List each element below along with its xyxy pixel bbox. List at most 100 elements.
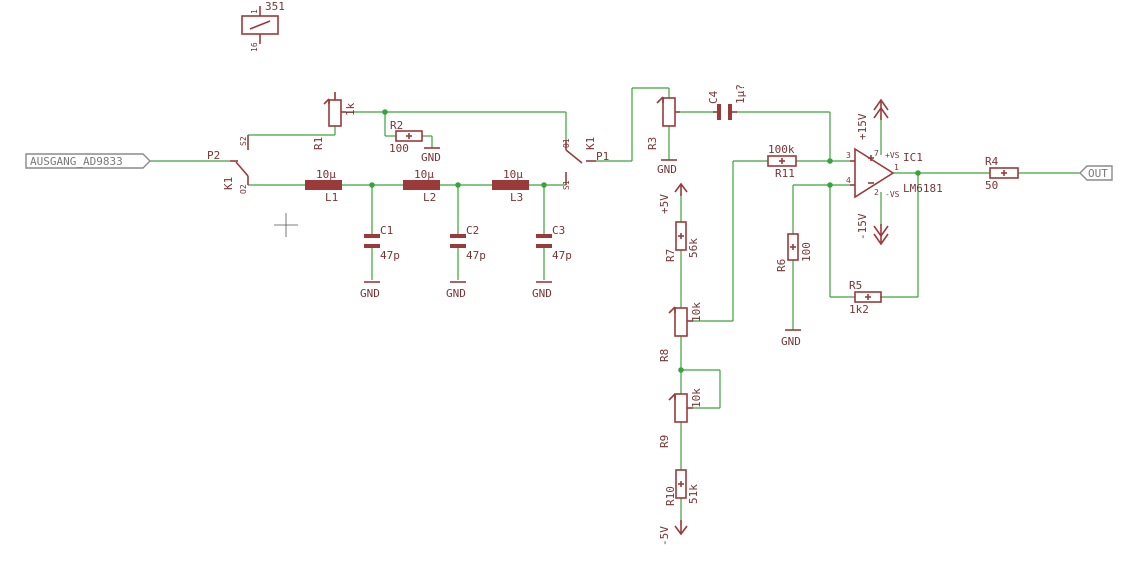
opamp-ic1[interactable]: IC1 LM6181 +VS -VS 3 4 1 7 2 — [846, 147, 943, 199]
switch-k1-left: K1 — [222, 177, 235, 190]
relay-switch-right[interactable]: K1 P1 O1 S1 — [562, 137, 609, 190]
r2-name: R2 — [390, 119, 403, 132]
switch-s2: S2 — [239, 136, 248, 146]
ic1-pin1: 1 — [894, 163, 899, 172]
switch-o2: O2 — [239, 184, 248, 194]
resistor-r6[interactable]: R6 100 — [775, 233, 813, 272]
r6-name: R6 — [775, 259, 788, 272]
c1-name: C1 — [380, 224, 393, 237]
resistor-r7[interactable]: R7 56k — [664, 221, 700, 262]
r10-name: R10 — [664, 486, 677, 506]
switch-k1-right: K1 — [584, 137, 597, 150]
r8-value: 10k — [690, 302, 703, 322]
gnd-c2: GND — [446, 281, 466, 300]
c3-name: C3 — [552, 224, 565, 237]
resistor-r5[interactable]: R5 1k2 — [849, 279, 882, 316]
switch-p2: P2 — [207, 149, 220, 162]
l1-name: L1 — [325, 191, 338, 204]
l3-name: L3 — [510, 191, 523, 204]
capacitor-c1[interactable]: C1 47p — [364, 224, 400, 262]
relay-pin-b: 16 — [250, 42, 259, 52]
switch-s1: S1 — [562, 180, 571, 190]
minus5v-label: -5V — [658, 526, 671, 546]
ic1-pin4: 4 — [846, 176, 851, 185]
supply-plus15v: +15V — [856, 98, 889, 140]
gnd-r6: GND — [781, 329, 801, 348]
input-port-label: AUSGANG_AD9833 — [30, 155, 123, 168]
ic1-pin3: 3 — [846, 151, 851, 160]
input-port[interactable]: AUSGANG_AD9833 — [25, 153, 151, 169]
junctions — [369, 109, 921, 373]
relay-switch-left[interactable]: P2 K1 O2 S2 — [207, 135, 249, 194]
gnd-c3: GND — [532, 281, 552, 300]
cursor-crosshair — [274, 213, 298, 237]
relay-value: 351 — [265, 0, 285, 13]
r5-name: R5 — [849, 279, 862, 292]
trimmer-r3[interactable]: R3 — [646, 96, 680, 150]
r4-name: R4 — [985, 155, 999, 168]
supply-minus15v: -15V — [856, 213, 889, 246]
ic1-plus-vs: +VS — [885, 151, 900, 160]
capacitor-c2[interactable]: C2 47p — [450, 224, 486, 262]
trimmer-r1[interactable]: R1 1k — [312, 92, 357, 150]
resistor-r4[interactable]: R4 50 — [985, 155, 1019, 192]
l2-name: L2 — [423, 191, 436, 204]
supply-minus5v: -5V — [658, 520, 688, 546]
relay-pin-a: 1 — [250, 9, 259, 14]
inductor-l3[interactable]: 10µ L3 — [492, 168, 529, 204]
gnd-c3-label: GND — [532, 287, 552, 300]
gnd-c1: GND — [360, 281, 380, 300]
trimmer-r8[interactable]: R8 10k — [658, 302, 703, 362]
trimmer-r9[interactable]: R9 10k — [658, 388, 703, 448]
r11-value: 100k — [768, 143, 795, 156]
l3-value: 10µ — [503, 168, 523, 181]
c4-name: C4 — [707, 90, 720, 104]
output-port-label: OUT — [1088, 167, 1108, 180]
ic1-pin-top: 7 — [874, 149, 879, 158]
l1-value: 10µ — [316, 168, 336, 181]
relay-coil[interactable]: 351 1 16 — [241, 0, 285, 52]
c1-value: 47p — [380, 249, 400, 262]
r3-name: R3 — [646, 137, 659, 150]
inductor-l2[interactable]: 10µ L2 — [403, 168, 440, 204]
gnd-r3: GND — [657, 159, 677, 176]
c2-name: C2 — [466, 224, 479, 237]
resistor-r2[interactable]: R2 100 — [389, 119, 423, 155]
r10-value: 51k — [687, 484, 700, 504]
resistor-r11[interactable]: 100k R11 — [767, 143, 797, 180]
r9-value: 10k — [690, 388, 703, 408]
gnd-r2: GND — [421, 147, 441, 164]
switch-p1: P1 — [596, 150, 609, 163]
r9-name: R9 — [658, 435, 671, 448]
plus15v-label: +15V — [856, 113, 869, 140]
ic1-name: IC1 — [903, 151, 923, 164]
r1-value: 1k — [344, 102, 357, 116]
r7-value: 56k — [687, 238, 700, 258]
minus15v-label: -15V — [856, 213, 869, 240]
gnd-r2-label: GND — [421, 151, 441, 164]
r11-name: R11 — [775, 167, 795, 180]
ic1-value: LM6181 — [903, 182, 943, 195]
gnd-c1-label: GND — [360, 287, 380, 300]
output-port[interactable]: OUT — [1079, 165, 1113, 181]
capacitor-c4[interactable]: C4 1µ? — [707, 84, 747, 120]
capacitor-c3[interactable]: C3 47p — [536, 224, 572, 262]
r1-name: R1 — [312, 137, 325, 150]
gnd-r3-label: GND — [657, 163, 677, 176]
wires — [150, 87, 1080, 526]
inductor-l1[interactable]: 10µ L1 — [305, 168, 342, 204]
resistor-r10[interactable]: R10 51k — [664, 469, 700, 506]
r4-value: 50 — [985, 179, 998, 192]
gnd-c2-label: GND — [446, 287, 466, 300]
r8-name: R8 — [658, 349, 671, 362]
l2-value: 10µ — [414, 168, 434, 181]
ic1-pin-bot: 2 — [874, 188, 879, 197]
plus5v-label: +5V — [658, 194, 671, 214]
switch-o1: O1 — [562, 138, 571, 148]
r6-value: 100 — [800, 242, 813, 262]
r7-name: R7 — [664, 249, 677, 262]
ic1-minus-vs: -VS — [885, 190, 900, 199]
r5-value: 1k2 — [849, 303, 869, 316]
gnd-r6-label: GND — [781, 335, 801, 348]
